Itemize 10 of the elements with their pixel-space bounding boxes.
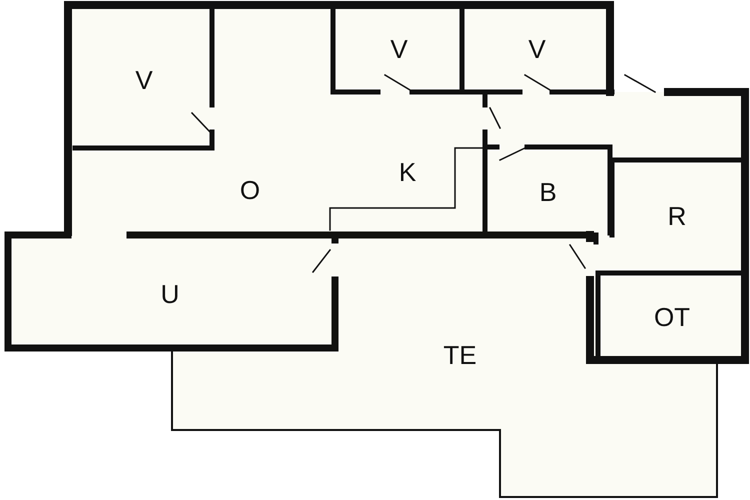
room-label: OT — [604, 280, 740, 355]
room-label: K — [360, 140, 455, 205]
room-label: B — [492, 155, 604, 230]
room-label: TE — [360, 300, 560, 410]
room-label: V — [468, 12, 606, 87]
room-label: O — [180, 155, 320, 225]
room-label: V — [80, 15, 208, 145]
room-label: V — [340, 12, 458, 87]
room-label: R — [618, 166, 736, 266]
room-label: U — [15, 245, 325, 343]
